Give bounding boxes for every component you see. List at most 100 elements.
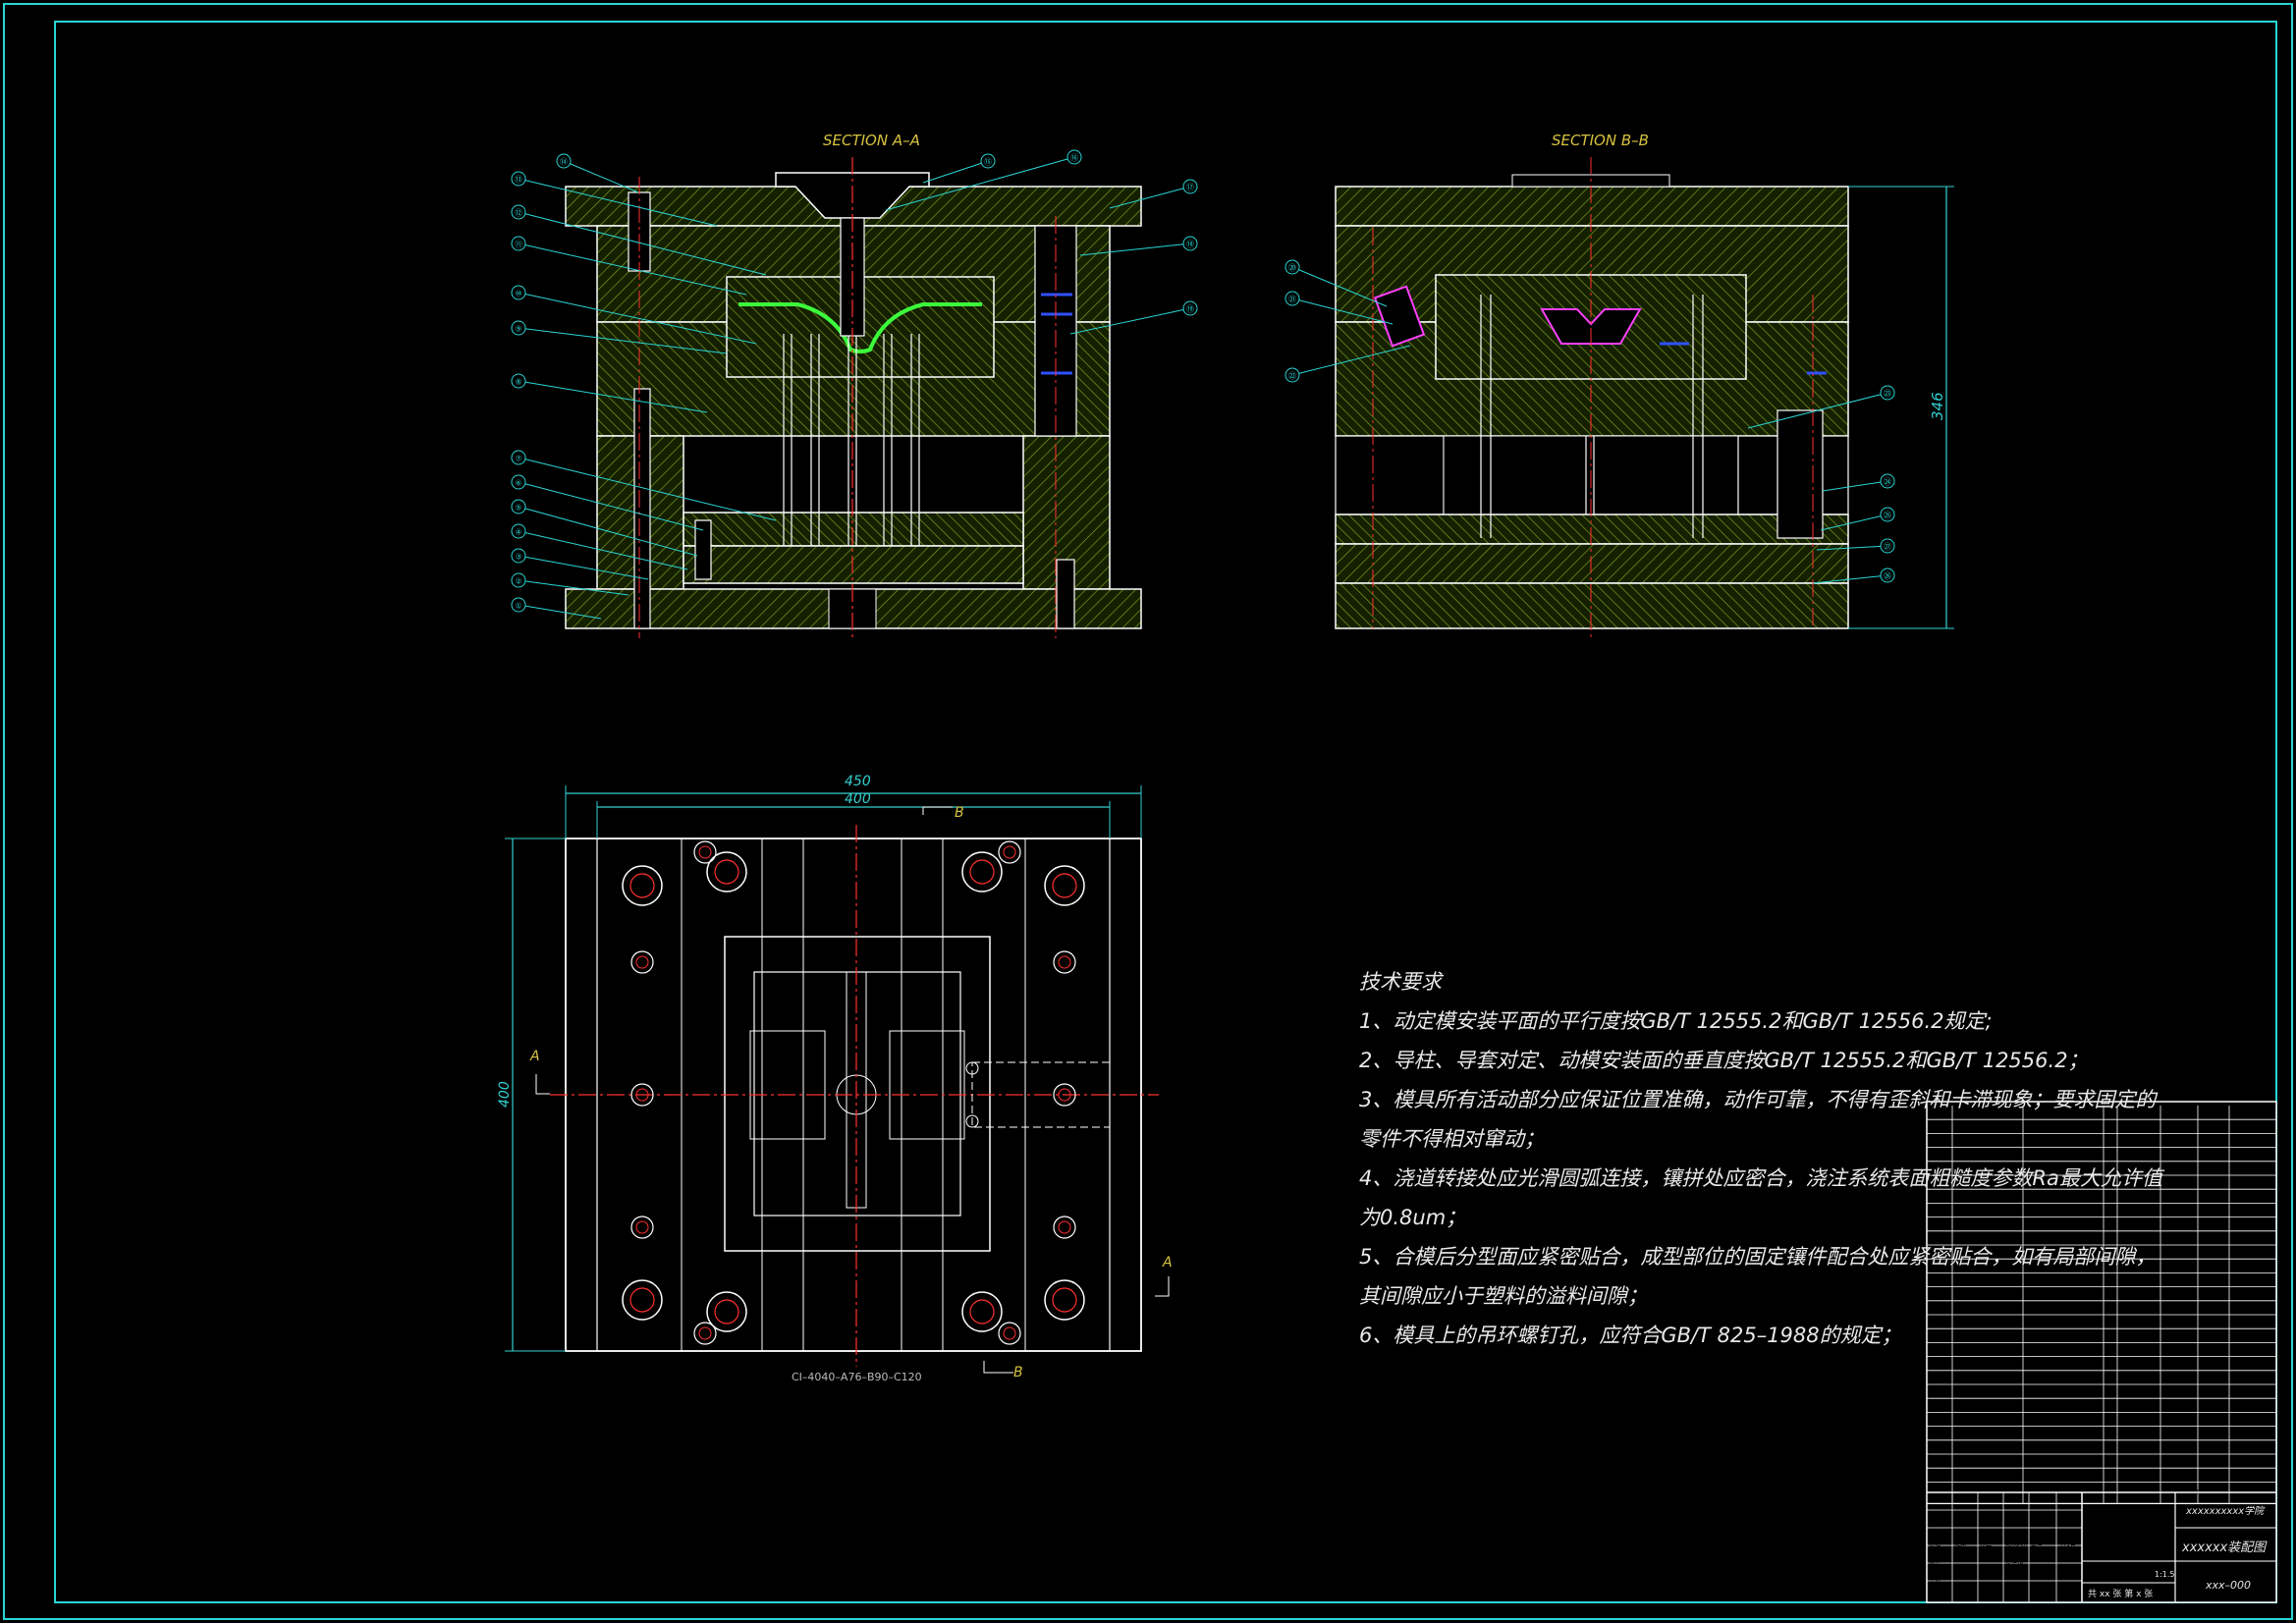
title-field: 标准化 (2005, 1557, 2023, 1565)
bom-cell: 4 (2105, 1179, 2110, 1189)
bom-cell: 9 (1929, 1360, 1934, 1370)
bom-cell: 3 (1929, 1444, 1934, 1454)
balloon-label: ㉓ (1884, 390, 1891, 399)
bom-cell: 4 (2105, 1235, 2110, 1245)
bom-cell: 45 (2119, 1109, 2130, 1119)
ejector-screw-left (694, 519, 712, 580)
sheet-count: 共 xx 张 第 x 张 (2088, 1588, 2153, 1599)
bom-cell: 14 (1929, 1290, 1940, 1300)
inner-frame (54, 21, 2277, 1603)
drawing-name: xxxxxx装配图 (2181, 1541, 2268, 1555)
balloon-label: ⑩ (515, 290, 521, 298)
tech-line-4: 零件不得相对窜动； (1359, 1127, 1545, 1151)
bom-cell: 楔紧块 (2025, 1164, 2050, 1175)
bom-cell: 支撑柱 (2025, 1219, 2051, 1230)
bom-cell: 动模固定板 (2025, 1374, 2068, 1384)
title-field: 工艺 (1929, 1591, 1941, 1598)
bom-cell: HRC58~62 (2231, 1362, 2264, 1369)
bom-cell: 13 (1929, 1305, 1940, 1315)
return-pin-left (633, 388, 651, 629)
title-field: 审核 (1929, 1575, 1941, 1583)
bom-cell: T8A (2119, 1263, 2136, 1272)
bom-cell: 23 (1929, 1165, 1940, 1175)
bom-cell: 2 (2105, 1444, 2110, 1454)
ejector-retainer-plate (683, 512, 1024, 547)
bom-cell: 4 (2105, 1151, 2110, 1161)
balloon-label: ⑱ (1186, 241, 1194, 249)
bom-cell: 5 (1929, 1416, 1934, 1426)
bom-cell: GB/T70.1–2000 (1954, 1235, 2018, 1245)
bom-cell: T8A (2119, 1165, 2136, 1175)
bom-cell: 17 (1929, 1249, 1940, 1259)
bom-cell: 1 (2105, 1346, 2110, 1356)
bom-cell: 7 (1929, 1388, 1935, 1398)
bom-cell: T8A (2119, 1249, 2136, 1259)
b-space-left (1335, 435, 1445, 515)
balloon-label: ② (515, 577, 521, 586)
bom-header: 名称 (2054, 1487, 2068, 1495)
bom-cell: 20 (1929, 1207, 1940, 1217)
balloon-label: ㉗ (1884, 543, 1891, 552)
dim-height-plan: 400 (497, 1081, 513, 1108)
bom-cell: Q235 (2119, 1179, 2142, 1189)
bom-cell: 16 (1929, 1263, 1940, 1272)
plan-cavity (753, 971, 961, 1217)
bom-cell: 45 (2119, 1430, 2130, 1439)
bom-cell: GB/T70.1–2000 (1954, 1458, 2018, 1468)
balloon-label: ⑪ (515, 241, 522, 249)
bom-cell: 导柱 (2025, 1248, 2044, 1259)
bom-cell: 内六角螺金2 (2025, 1429, 2072, 1439)
section-b-label: SECTION B–B (1552, 132, 1649, 149)
bom-cell: 滑块 (2025, 1150, 2043, 1161)
b-top-clamp-plate (1335, 186, 1849, 227)
outer-frame (3, 3, 2293, 1620)
bom-cell: 1 (2105, 1375, 2110, 1384)
balloon-label: ㉑ (1288, 296, 1296, 304)
bom-cell: 6 (1929, 1402, 1935, 1412)
bom-cell: 45 (2119, 1305, 2130, 1315)
school-name: xxxxxxxxxx学院 (2185, 1505, 2266, 1517)
bom-cell: 1 (2105, 1305, 2110, 1315)
b-ejector-plate (1335, 543, 1849, 584)
section-b-view: SECTION B–B 346 (1335, 132, 1954, 638)
title-field: 分区 (1980, 1540, 1992, 1547)
bom-cell: 塑件 (2025, 1331, 2044, 1342)
bom-cell: 1 (2105, 1319, 2110, 1328)
title-field: 标记 (1929, 1540, 1941, 1547)
bom-cell: 4 (2105, 1430, 2110, 1439)
bom-cell: 45 (2119, 1444, 2130, 1454)
marker-b-top: B (955, 805, 964, 821)
bom-cell: HRC58~62 (2231, 1209, 2264, 1216)
bom-cell: 4 (2105, 1332, 2110, 1342)
bom-cell: 1 (1929, 1472, 1934, 1482)
bom-cell: 45 (2119, 1375, 2130, 1384)
bom-header: 备注 (2231, 1487, 2245, 1495)
balloon-label: ① (515, 602, 521, 611)
bom-cell: HRC58~62 (2231, 1251, 2264, 1258)
bom-cell: 浇口套 (2025, 1122, 2051, 1133)
plan-insert (724, 936, 991, 1252)
bom-cell: GB/T70.1–2000 (1954, 1179, 2018, 1189)
balloon-label: ⑤ (515, 504, 521, 513)
bom-cell: 1 (2105, 1360, 2110, 1370)
bom-cell: 垫块 (2025, 1443, 2043, 1454)
bom-cell: 4 (2105, 1165, 2110, 1175)
balloon-label: ③ (515, 553, 521, 562)
bom-cell: 内六角螺金6 (2025, 1178, 2073, 1189)
balloon-label: ㉖ (1884, 572, 1891, 581)
bom-cell: 弹簧 (2025, 1192, 2044, 1203)
bom-cell: 10 (1929, 1346, 1940, 1356)
bom-cell: 斜导柱 (2025, 1136, 2051, 1147)
bom-cell: T8A (2119, 1123, 2136, 1133)
title-field: 阶段标记 (2086, 1551, 2109, 1559)
bom-cell: 1 (2105, 1472, 2110, 1482)
bom-cell: 26 (1929, 1123, 1940, 1133)
bom-cell: 22 (1929, 1179, 1940, 1189)
scale-value: 1:1.5 (2155, 1570, 2175, 1579)
balloon-label: ⑦ (515, 455, 521, 463)
title-field: 批准 (2005, 1591, 2017, 1598)
